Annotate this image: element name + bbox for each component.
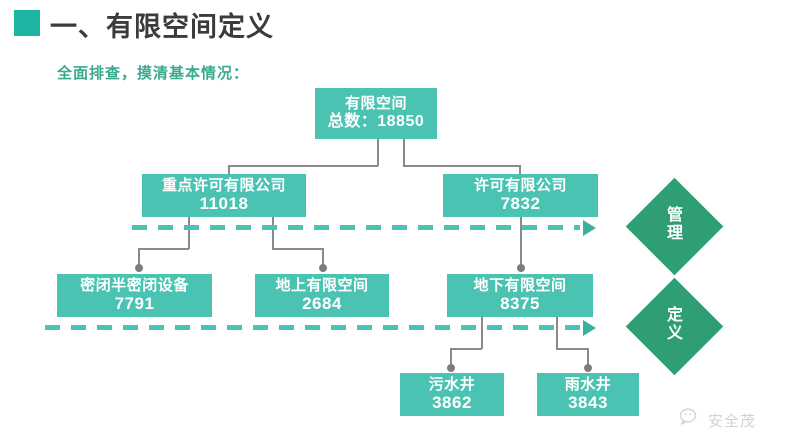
dashed-arrow-define-icon xyxy=(583,319,596,336)
node-sewage-value: 3862 xyxy=(432,393,472,413)
diamond-manage-label: 管 理 xyxy=(664,207,686,243)
connector-below-h-b xyxy=(556,348,588,350)
node-total-label: 有限空间 xyxy=(344,95,407,113)
connector-below-stem-b xyxy=(556,317,558,349)
node-permit-value: 7832 xyxy=(500,194,541,214)
subtitle-text: 全面排查，摸清基本情况： xyxy=(57,65,250,82)
node-sewage[interactable]: 污水井 3862 xyxy=(400,373,504,416)
dashed-line-manage xyxy=(132,225,580,230)
node-rain[interactable]: 雨水井 3843 xyxy=(537,373,639,416)
connector-key-h-a xyxy=(138,248,189,250)
node-rain-label: 雨水井 xyxy=(564,375,612,393)
connector-total-stem xyxy=(377,139,379,166)
connector-below-stem-a xyxy=(481,317,483,349)
connector-dot xyxy=(446,364,455,372)
node-permit-label: 许可有限公司 xyxy=(473,176,567,194)
node-sealed-label: 密闭半密闭设备 xyxy=(80,276,189,294)
page-title: 一、有限空间定义 xyxy=(50,12,274,42)
connector-total-rstem xyxy=(403,139,405,166)
connector-below-v-a xyxy=(450,348,452,368)
node-below[interactable]: 地下有限空间 8375 xyxy=(447,274,593,317)
node-key-permit[interactable]: 重点许可有限公司 11018 xyxy=(142,174,306,217)
connector-dot xyxy=(134,264,143,272)
node-above[interactable]: 地上有限空间 2684 xyxy=(255,274,389,317)
node-key-permit-label: 重点许可有限公司 xyxy=(161,176,286,194)
watermark: 安全茂 xyxy=(679,408,757,432)
connector-key-stem-b xyxy=(272,217,274,249)
node-below-label: 地下有限空间 xyxy=(473,276,567,294)
connector-dot xyxy=(516,264,525,272)
connector-below-h-a xyxy=(450,348,482,350)
connector-key-h-b xyxy=(272,248,323,250)
connector-key-stem-a xyxy=(188,217,190,249)
dashed-line-define xyxy=(45,325,580,330)
node-rain-value: 3843 xyxy=(568,393,608,413)
diamond-manage-char-2: 理 xyxy=(666,224,683,242)
connector-dot xyxy=(583,364,592,372)
node-below-value: 8375 xyxy=(500,294,540,314)
node-permit[interactable]: 许可有限公司 7832 xyxy=(443,174,598,217)
diamond-define-char-1: 定 xyxy=(666,307,683,324)
node-total-value: 总数：18850 xyxy=(327,112,425,130)
diamond-define-label: 定 义 xyxy=(664,307,686,343)
connector-permit-stem xyxy=(520,217,522,268)
wechat-bubble-icon xyxy=(679,408,702,432)
node-sewage-label: 污水井 xyxy=(428,375,476,393)
connector-dot xyxy=(318,264,327,272)
dashed-arrow-manage-icon xyxy=(583,219,596,236)
node-above-label: 地上有限空间 xyxy=(275,276,369,294)
node-sealed[interactable]: 密闭半密闭设备 7791 xyxy=(57,274,212,317)
watermark-text: 安全茂 xyxy=(708,412,757,430)
node-sealed-value: 7791 xyxy=(114,294,155,314)
node-above-value: 2684 xyxy=(302,294,342,314)
diamond-define-char-2: 义 xyxy=(666,324,683,342)
node-total[interactable]: 有限空间 总数：18850 xyxy=(315,88,437,139)
connector-key-v-a xyxy=(138,248,140,268)
connector-key-v-b xyxy=(322,248,324,268)
node-key-permit-value: 11018 xyxy=(199,194,249,214)
connector-total-right-h xyxy=(403,165,520,167)
connector-below-v-b xyxy=(587,348,589,368)
square-marker-icon xyxy=(14,10,40,36)
connector-total-left-h xyxy=(228,165,378,167)
diamond-manage-char-1: 管 xyxy=(666,207,683,224)
